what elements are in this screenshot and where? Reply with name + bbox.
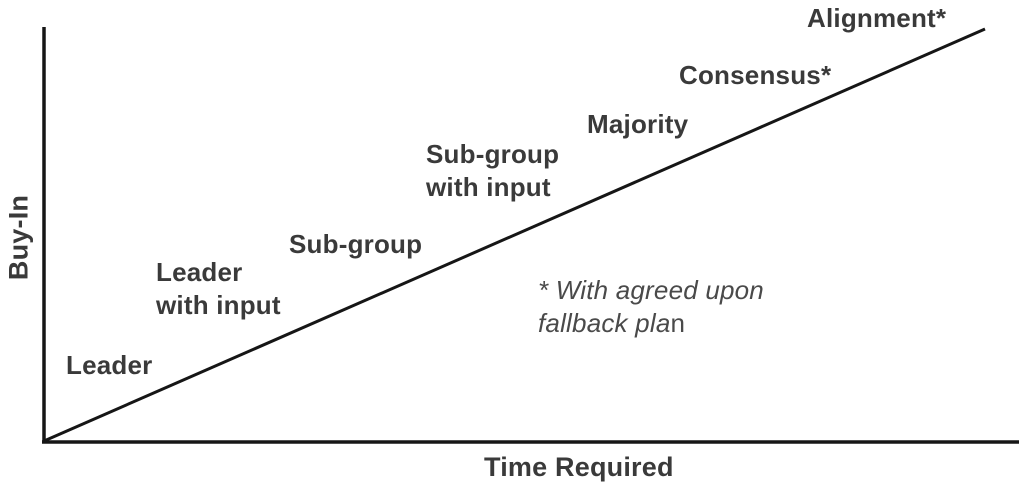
footnote-line2-italic: fallback pla bbox=[538, 308, 671, 338]
point-label-sub-group-with-input: Sub-group with input bbox=[426, 139, 560, 202]
x-axis-label: Time Required bbox=[484, 452, 674, 482]
point-label-sub-group: Sub-group bbox=[289, 229, 423, 259]
y-axis-label: Buy-In bbox=[3, 194, 34, 281]
point-label-consensus: Consensus* bbox=[679, 60, 832, 90]
trend-line bbox=[43, 27, 986, 443]
point-label-alignment: Alignment* bbox=[807, 3, 947, 33]
footnote: * With agreed upon fallback plan bbox=[538, 274, 764, 340]
footnote-line2-upright: n bbox=[670, 308, 686, 338]
point-label-majority: Majority bbox=[587, 109, 689, 139]
footnote-line1: * With agreed upon bbox=[538, 275, 764, 305]
point-label-leader-with-input: Leader with input bbox=[156, 257, 281, 320]
point-label-leader: Leader bbox=[66, 350, 153, 380]
